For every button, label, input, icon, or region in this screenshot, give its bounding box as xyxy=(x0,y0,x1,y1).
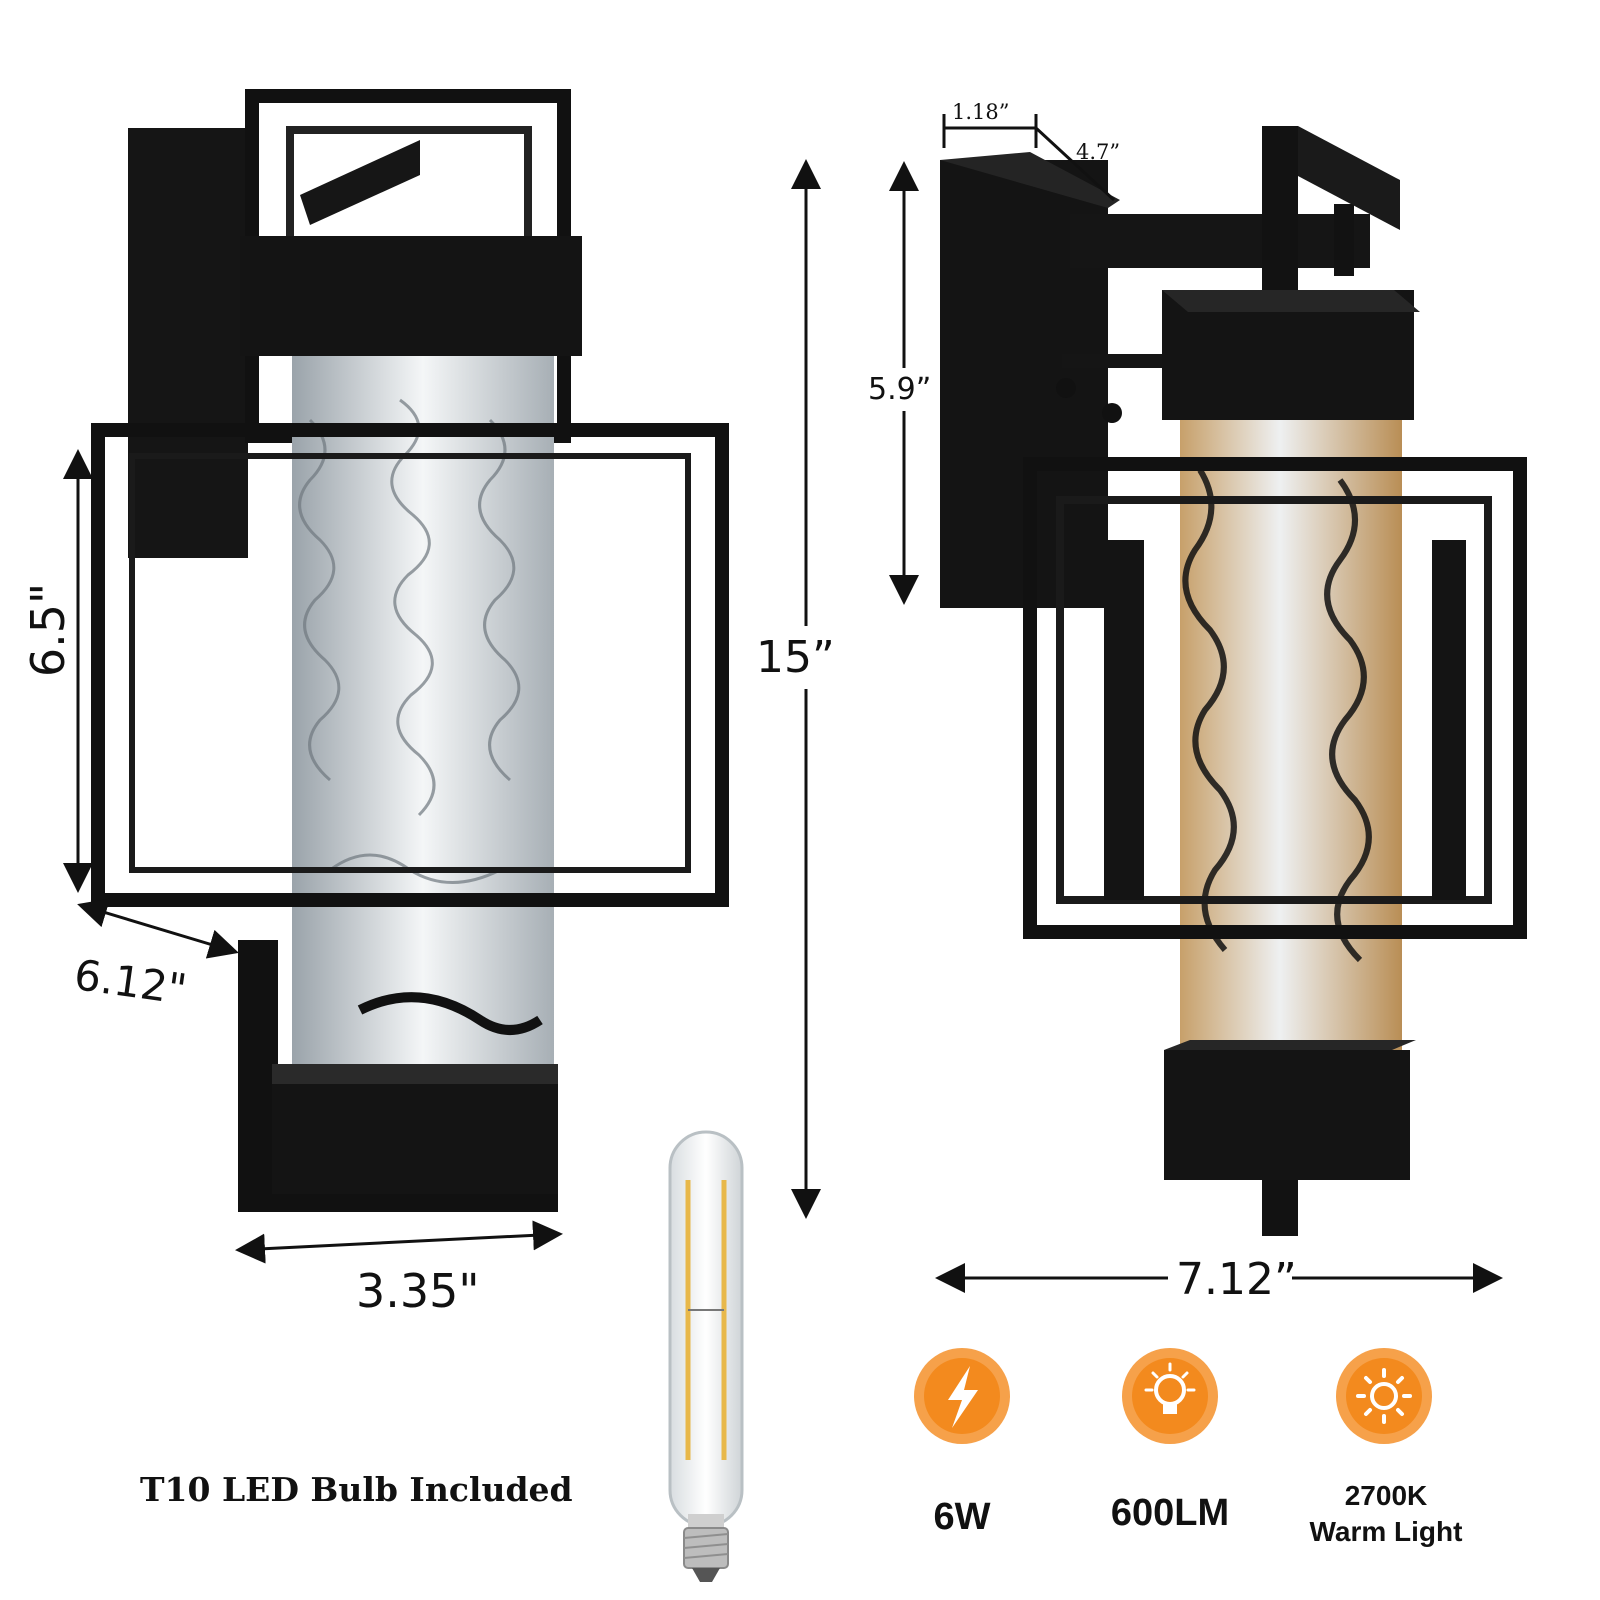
t10-led-bulb xyxy=(668,1130,744,1582)
total-height-label: 15” xyxy=(756,626,835,689)
color-temp-label: 2700K xyxy=(1344,1480,1428,1511)
backplate-height-label: 5.9” xyxy=(868,368,932,411)
right-glass-shade xyxy=(1180,420,1402,1066)
left-backplate xyxy=(128,128,248,558)
light-bulb-icon xyxy=(1122,1348,1218,1444)
warm-light-label: Warm Light xyxy=(1309,1516,1463,1547)
right-fixture xyxy=(940,126,1527,1236)
wattage-label: 6W xyxy=(933,1496,991,1538)
lumens-label: 600LM xyxy=(1110,1492,1230,1534)
left-glass-shade xyxy=(292,356,554,1066)
width-left-label: 3.35" xyxy=(356,1264,480,1318)
lightning-bolt-icon xyxy=(914,1348,1010,1444)
overall-width-label: 7.12” xyxy=(1176,1254,1297,1305)
left-cage xyxy=(91,423,729,907)
extension-label: 4.7” xyxy=(1076,140,1121,164)
depth-dimension-line xyxy=(77,898,239,959)
right-bottom-cap xyxy=(1164,1050,1410,1180)
left-top-cap xyxy=(240,236,582,356)
left-fixture xyxy=(91,89,729,1212)
extension-line xyxy=(1034,126,1116,202)
left-bottom-cap xyxy=(272,1064,558,1194)
bulb-included-caption: T10 LED Bulb Included xyxy=(140,1470,573,1509)
width-dimension-line xyxy=(235,1220,563,1264)
backplate-width-label: 1.18” xyxy=(952,100,1010,124)
right-cage xyxy=(1023,457,1527,939)
left-dimension-lines xyxy=(63,159,821,1264)
height-left-label: 6.5" xyxy=(21,582,75,678)
sun-icon xyxy=(1336,1348,1432,1444)
